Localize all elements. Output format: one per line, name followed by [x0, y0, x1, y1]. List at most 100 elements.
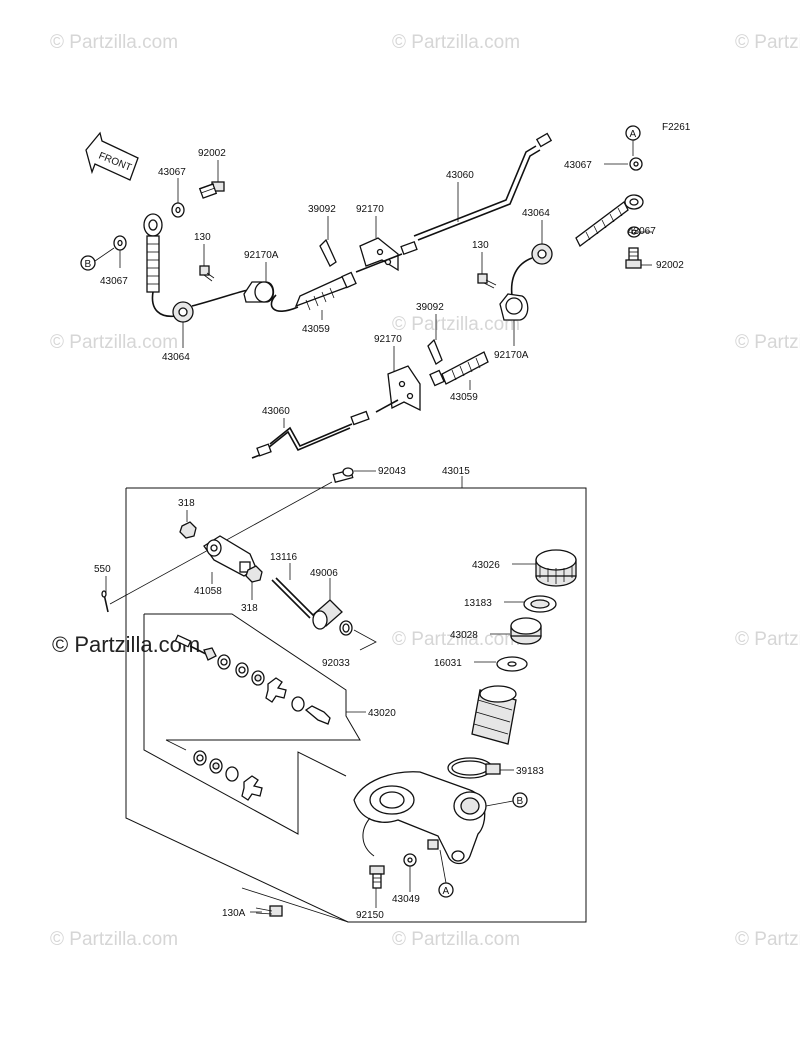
pin-92043 — [332, 467, 354, 483]
ref-marker-a-top: A — [625, 125, 641, 156]
svg-text:B: B — [517, 796, 524, 807]
reservoir-cap-43026 — [535, 549, 577, 587]
fitting-nut — [427, 839, 439, 850]
nut-318-upper — [179, 521, 197, 539]
circlip-92033 — [339, 620, 377, 651]
nut-318-lower — [245, 565, 263, 583]
part-label: 43067 — [564, 160, 592, 171]
master-cylinder-assembly — [101, 467, 587, 923]
part-label: 318 — [178, 498, 195, 509]
part-label: 92033 — [322, 658, 350, 669]
bracket-92170-right — [387, 365, 421, 412]
part-label: 43059 — [302, 324, 330, 335]
washer-16031 — [496, 656, 528, 672]
plate-13183 — [523, 595, 557, 613]
part-label: 318 — [241, 603, 258, 614]
part-label: 43015 — [442, 466, 470, 477]
part-label: 92170 — [356, 204, 384, 215]
part-label: 41058 — [194, 586, 222, 597]
part-label: 92150 — [356, 910, 384, 921]
bolt-130-right — [477, 273, 497, 289]
watermark: © Partzilla.com — [50, 929, 178, 950]
watermark: © Partzilla.com — [735, 32, 800, 53]
part-label: 43020 — [368, 708, 396, 719]
svg-text:B: B — [85, 259, 92, 270]
part-label: 550 — [94, 564, 111, 575]
banjo-fitting-left — [143, 213, 163, 293]
cable-43060-lower — [251, 399, 399, 459]
bolt-92150 — [369, 865, 385, 889]
watermark: © Partzilla.com — [392, 32, 520, 53]
bracket-92170-left — [359, 237, 399, 272]
part-label: 13116 — [270, 552, 298, 563]
part-label: 92170A — [494, 350, 529, 361]
part-label: 43060 — [446, 170, 474, 181]
part-labels: 92002 43067 43067 130 92170A 39092 92170… — [94, 148, 684, 921]
part-label: 43059 — [450, 392, 478, 403]
part-label: 13183 — [464, 598, 492, 609]
assembly-box-43015 — [125, 487, 587, 923]
watermark: © Partzilla.com — [392, 929, 520, 950]
cable-assembly-right — [251, 157, 644, 459]
part-label: 43060 — [262, 406, 290, 417]
part-label: 39183 — [516, 766, 544, 777]
part-label: 43026 — [472, 560, 500, 571]
part-label: 130 — [472, 240, 489, 251]
cable-assembly-left — [113, 132, 553, 323]
watermark: © Partzilla.com — [392, 629, 520, 650]
washer-43049 — [403, 853, 417, 867]
reservoir — [471, 685, 517, 745]
part-label: 92043 — [378, 466, 406, 477]
ref-marker-b-cylinder: B — [485, 792, 528, 808]
clip-39092-right — [427, 338, 443, 365]
watermark: © Partzilla.com — [392, 314, 520, 335]
diaphragm-43028 — [510, 617, 542, 645]
hose-right — [510, 257, 533, 297]
ref-marker-a-cylinder: A — [438, 849, 454, 898]
bolt-130A — [241, 887, 349, 923]
ref-marker-b-left: B — [80, 247, 115, 271]
figure-code: F2261 — [662, 122, 691, 133]
hose-clamp-39183 — [447, 757, 514, 779]
part-label: 43064 — [162, 352, 190, 363]
part-label: 92170 — [374, 334, 402, 345]
watermark: © Partzilla.com — [735, 929, 800, 950]
part-label: 130 — [194, 232, 211, 243]
cotter-pin-550 — [101, 590, 109, 613]
svg-text:A: A — [443, 886, 450, 897]
clamp-92170A-right — [499, 293, 529, 321]
part-label: 43049 — [392, 894, 420, 905]
watermarks: © Partzilla.com © Partzilla.com © Partzi… — [50, 32, 800, 950]
part-label: 130A — [222, 908, 246, 919]
svg-text:A: A — [630, 129, 637, 140]
clip-39092-left — [319, 238, 337, 267]
grommet-43064-left — [172, 301, 194, 323]
part-label: 49006 — [310, 568, 338, 579]
part-label: 43064 — [522, 208, 550, 219]
master-cylinder-body — [353, 771, 487, 865]
piston-kit-43020 — [143, 613, 366, 835]
boot-49006 — [312, 599, 343, 630]
part-label: 39092 — [308, 204, 336, 215]
leader-lines — [105, 160, 652, 913]
part-label: 92002 — [198, 148, 226, 159]
grommet-43064-right — [531, 243, 553, 265]
watermark: © Partzilla.com — [735, 332, 800, 353]
part-label: 92002 — [656, 260, 684, 271]
part-label: 43067 — [158, 167, 186, 178]
part-label: 39092 — [416, 302, 444, 313]
bolt-92002-left — [198, 181, 225, 199]
part-label: 43028 — [450, 630, 478, 641]
clamp-92170A-left — [243, 281, 275, 303]
clevis-41058 — [203, 535, 257, 577]
front-arrow-icon: FRONT — [85, 131, 139, 181]
bolt-130-left — [199, 265, 215, 282]
cable-43060-upper — [355, 132, 553, 273]
watermark: © Partzilla.com — [735, 629, 800, 650]
part-label: 16031 — [434, 658, 462, 669]
watermark: © Partzilla.com — [50, 332, 178, 353]
part-label: 43067 — [100, 276, 128, 287]
cable-end-43059-right — [429, 351, 489, 387]
cable-end-43059-left — [294, 271, 357, 311]
